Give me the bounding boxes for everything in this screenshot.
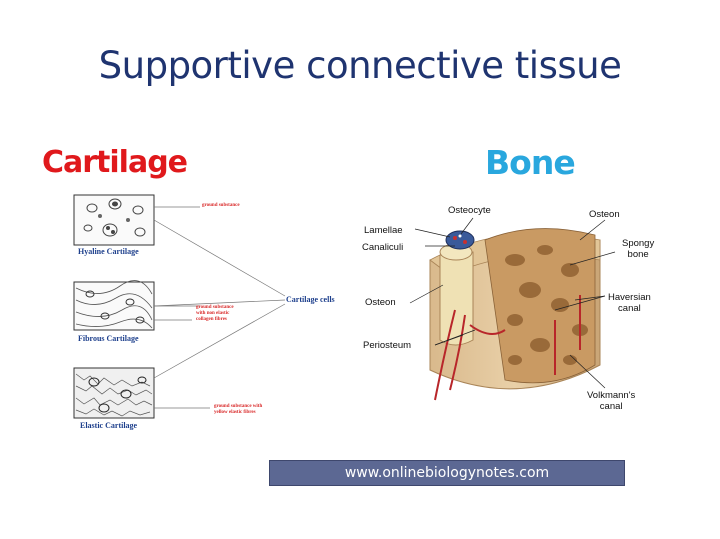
- fibrous-note-line: collagen fibres: [196, 317, 234, 323]
- cartilage-heading: Cartilage: [42, 145, 187, 180]
- periosteum-label: Periosteum: [363, 340, 411, 351]
- spongy-bone-line: bone: [622, 249, 654, 260]
- haversian-line: Haversian: [608, 292, 651, 303]
- spongy-bone-line: Spongy: [622, 238, 654, 249]
- osteon-top-label: Osteon: [589, 209, 620, 220]
- hyaline-note: ground substance: [202, 203, 240, 209]
- cartilage-diagram: ground substance ground substance with n…: [60, 190, 360, 435]
- elastic-note: ground substance with yellow elastic fib…: [214, 404, 262, 416]
- fibrous-box: [74, 281, 154, 330]
- haversian-line: canal: [608, 303, 651, 314]
- volkmann-line: canal: [587, 401, 635, 412]
- cartilage-cells-label: Cartilage cells: [286, 295, 335, 304]
- osteon-left-label: Osteon: [365, 297, 396, 308]
- bone-diagram: Osteocyte Osteon Lamellae Spongy bone Ca…: [355, 200, 685, 420]
- lamellae-label: Lamellae: [364, 225, 403, 236]
- canaliculi-label: Canaliculi: [362, 242, 403, 253]
- slide-title: Supportive connective tissue: [0, 44, 720, 87]
- osteocyte-label: Osteocyte: [448, 205, 491, 216]
- elastic-note-line: yellow elastic fibres: [214, 410, 262, 416]
- source-url-banner: www.onlinebiologynotes.com: [269, 460, 625, 486]
- bone-heading: Bone: [485, 143, 575, 182]
- hyaline-box: [74, 195, 154, 245]
- volkmann-line: Volkmann's: [587, 390, 635, 401]
- spongy-bone-label: Spongy bone: [622, 238, 654, 260]
- fibrous-note: ground substance with non elastic collag…: [196, 305, 234, 323]
- volkmann-label: Volkmann's canal: [587, 390, 635, 412]
- haversian-label: Haversian canal: [608, 292, 651, 314]
- fibrous-label: Fibrous Cartilage: [78, 334, 139, 343]
- elastic-box: [74, 368, 154, 418]
- hyaline-label: Hyaline Cartilage: [78, 247, 139, 256]
- elastic-label: Elastic Cartilage: [80, 421, 137, 430]
